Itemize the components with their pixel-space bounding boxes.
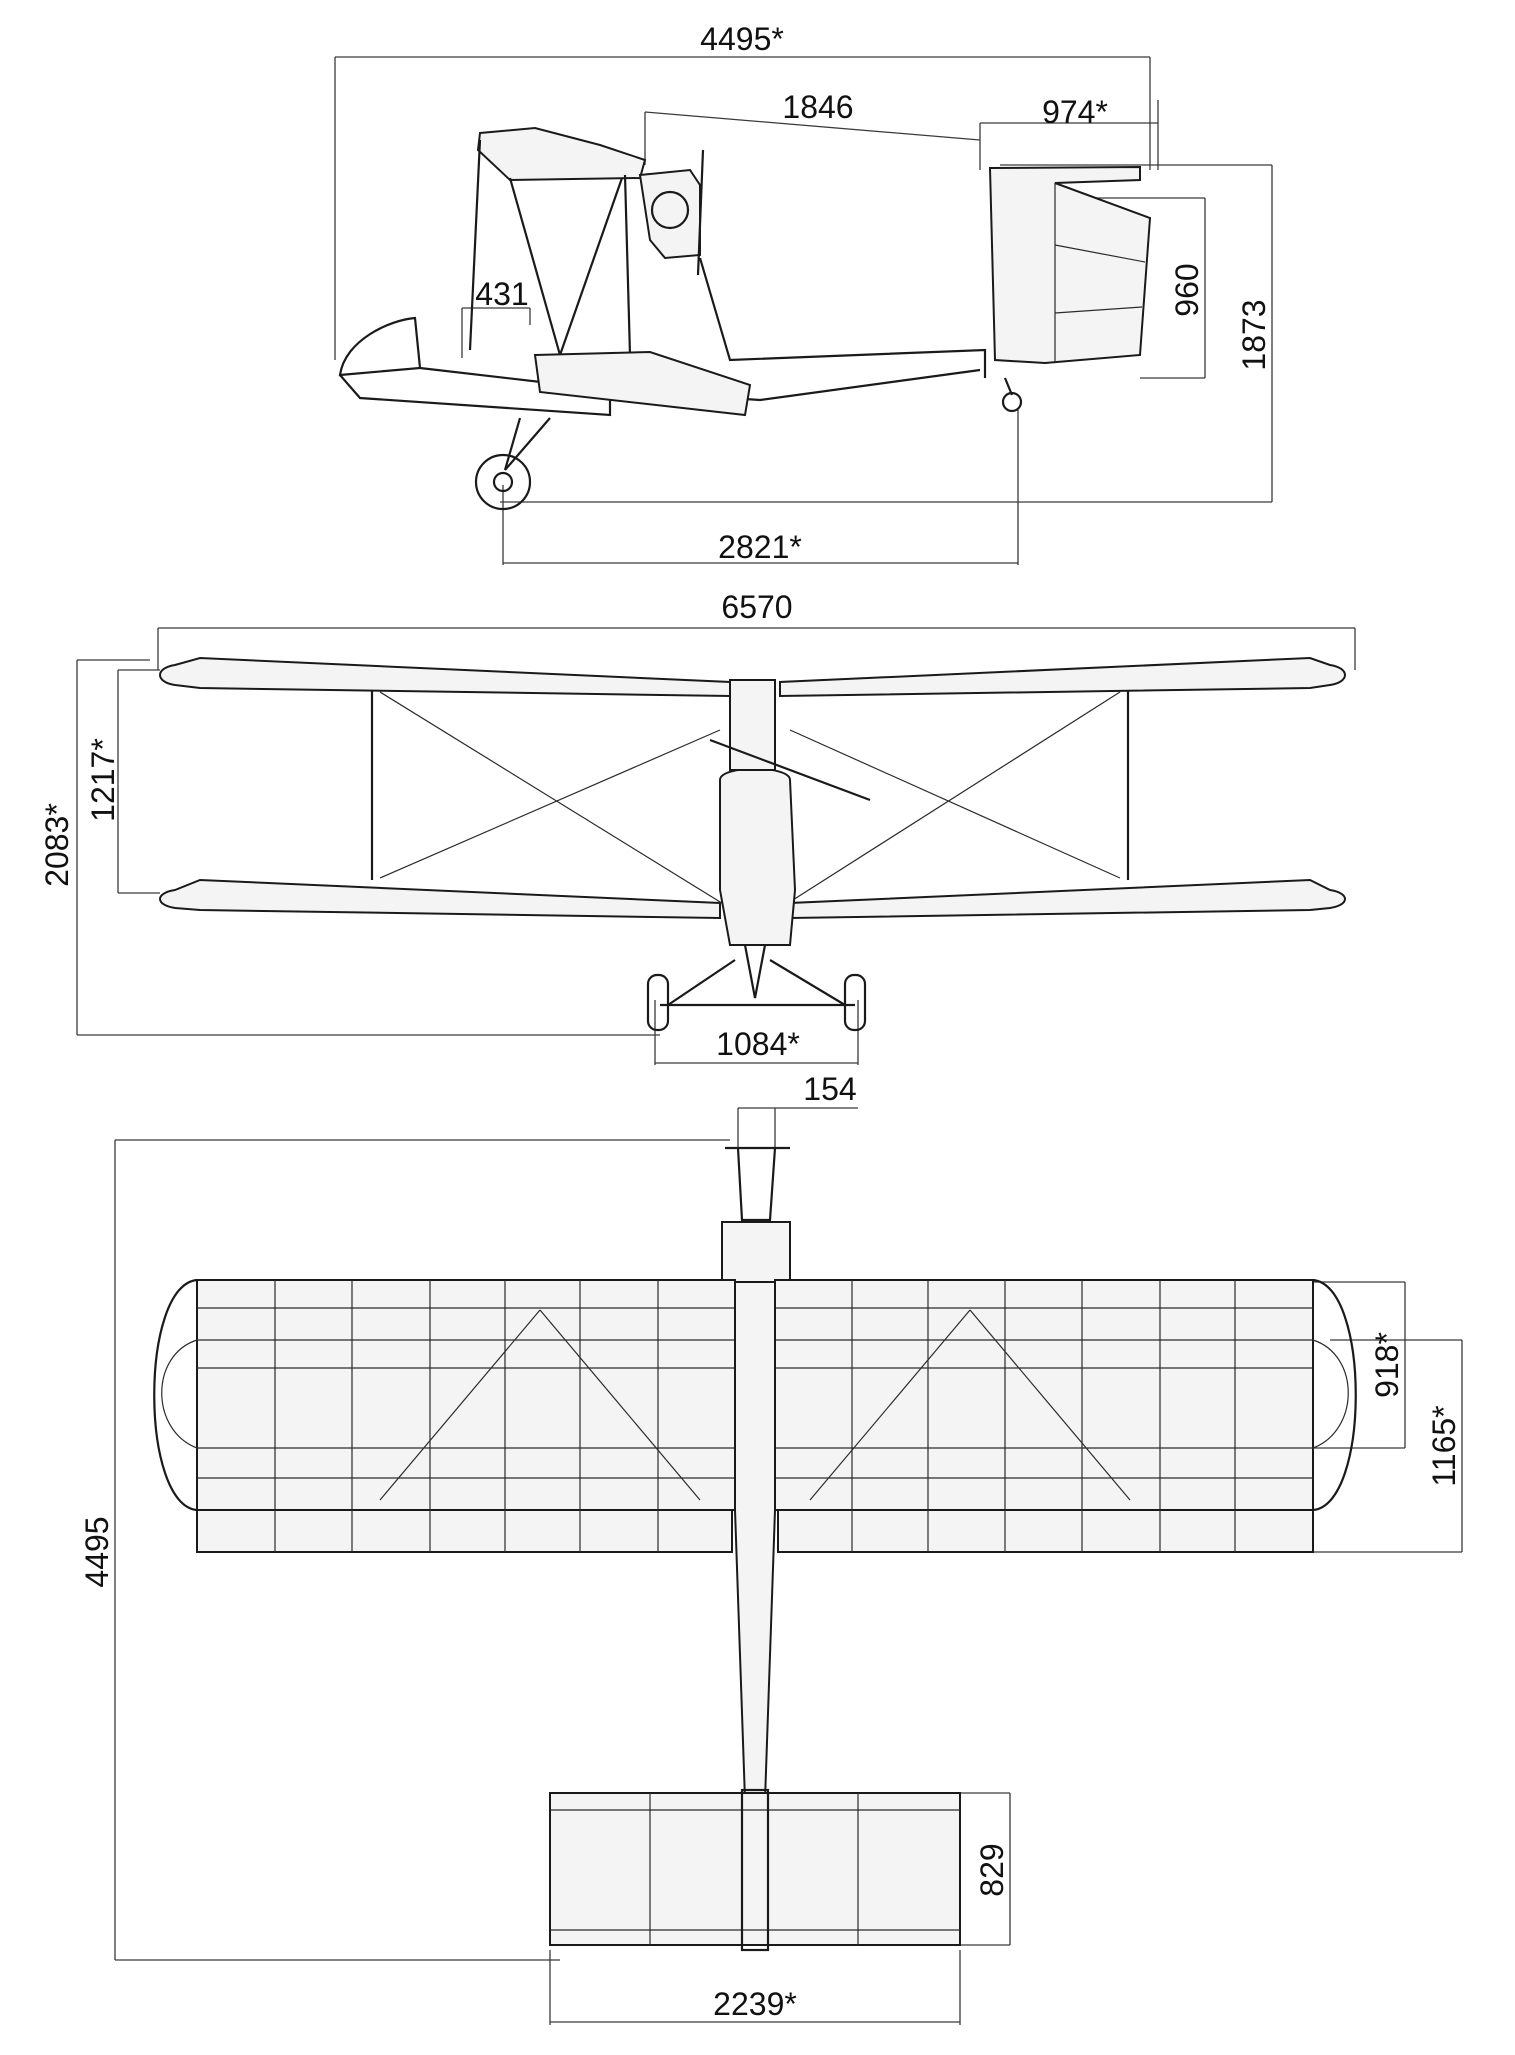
front-lower-wing-right [789, 878, 1346, 920]
top-lower-wing-left [196, 1509, 733, 1553]
side-aircraft-profile [338, 126, 1152, 511]
front-upper-wing-left [159, 656, 731, 698]
dim-side-overall-length: 4495* [700, 21, 784, 57]
side-view: 4495* 1846 974* 960 1873 431 2821* [334, 21, 1273, 565]
side-dimension-lines [334, 56, 1273, 565]
top-aircraft-profile [153, 1146, 1357, 1952]
dim-top-tail-span: 2239* [713, 1986, 797, 2022]
top-wing-right [774, 1279, 1314, 1511]
front-upper-wing-right [779, 656, 1346, 698]
top-dimension-lines [114, 1107, 1463, 2025]
dim-top-nose-width: 154 [803, 1071, 856, 1107]
front-left-wheel [646, 973, 670, 1032]
top-lower-wing-right [777, 1509, 1314, 1553]
dim-top-wing-chord: 918* [1369, 1332, 1405, 1398]
dim-side-wheelbase: 2821* [718, 529, 802, 565]
top-rudder [740, 1788, 770, 1952]
top-view: 154 4495 918* 1165* 829 2239* [79, 1071, 1463, 2025]
dim-side-overall-height: 1873 [1236, 299, 1272, 370]
front-lower-wing-left [159, 878, 721, 920]
front-fuselage [719, 767, 797, 946]
top-engine [721, 1221, 791, 1283]
top-wing-left [196, 1279, 736, 1511]
dim-top-wing-chord-aileron: 1165* [1426, 1405, 1462, 1486]
top-nose [725, 1146, 790, 1222]
dim-side-wing-to-stab: 1846 [782, 89, 853, 125]
dim-front-wing-gap: 1217* [85, 738, 121, 822]
dim-front-overall-height: 2083* [39, 803, 75, 887]
dim-side-stab-height: 960 [1169, 263, 1205, 316]
dim-side-stab-chord: 974* [1042, 94, 1108, 130]
side-tail-boom [698, 257, 987, 378]
front-view: 6570 2083* 1217* 1084* [39, 589, 1356, 1065]
dim-top-tail-chord: 829 [974, 1843, 1010, 1896]
dim-top-overall-length: 4495 [79, 1516, 115, 1587]
top-wing-ribs [274, 1280, 1236, 1552]
side-lower-wing [533, 350, 752, 417]
top-tail-plane [549, 1792, 961, 1946]
side-upper-wing [476, 126, 647, 182]
front-right-wheel [843, 973, 867, 1032]
side-main-wheel [474, 453, 532, 511]
top-fuselage-boom [734, 1281, 776, 1801]
dim-side-stagger: 431 [475, 276, 528, 312]
side-stabilizer [988, 165, 1152, 365]
dim-front-wheel-track: 1084* [716, 1026, 800, 1062]
side-nose [338, 316, 422, 377]
dim-front-wingspan: 6570 [721, 589, 792, 625]
front-aircraft-profile [159, 656, 1346, 1032]
side-tail-wheel [1001, 391, 1023, 413]
side-engine [638, 168, 701, 260]
front-dimension-lines [76, 627, 1356, 1065]
